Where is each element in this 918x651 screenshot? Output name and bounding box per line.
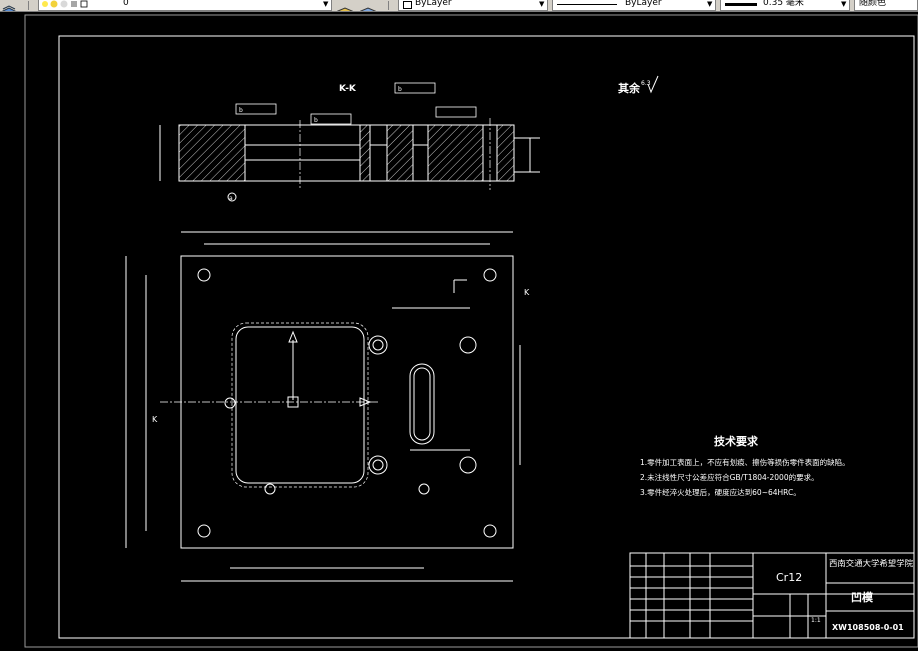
title-block: Cr12 西南交通大学希望学院 凹模 XW108508-0-01 1:1	[629, 552, 915, 639]
layer-value: 0	[123, 0, 129, 8]
datum-a-label: a	[229, 195, 233, 202]
color-swatch-icon	[403, 1, 412, 9]
drawing-number: XW108508-0-01	[832, 623, 904, 632]
color-value: ByLayer	[415, 0, 452, 8]
scale: 1:1	[811, 617, 821, 624]
properties-toolbar: 0 ▼ ByLayer ▼ ByLayer ▼ 0.35 毫米 ▼ 随颜色	[0, 0, 918, 12]
chevron-down-icon[interactable]: ▼	[323, 0, 329, 8]
svg-text:b: b	[398, 86, 402, 93]
roughness-note-text: 其余	[618, 81, 641, 95]
section-marker-left: K	[152, 415, 158, 424]
svg-text:b: b	[314, 117, 318, 124]
school-name: 西南交通大学希望学院	[829, 558, 913, 568]
lightbulb-icon	[41, 0, 101, 11]
section-marker-right: K	[524, 288, 530, 297]
color-combo[interactable]: ByLayer ▼	[398, 0, 548, 11]
chevron-down-icon[interactable]: ▼	[841, 0, 847, 8]
tech-note-3: 3.零件经淬火处理后，硬度应达到60~64HRC。	[640, 487, 801, 497]
linetype-sample-icon	[557, 4, 617, 5]
layer-previous-icon[interactable]	[359, 0, 377, 11]
roughness-value: 6.3	[641, 80, 651, 87]
section-label: K-K	[339, 84, 357, 94]
section-view: K-K b b b a	[159, 82, 540, 202]
drawing-canvas[interactable]: K-K b b b a	[0, 12, 918, 651]
part-name: 凹模	[851, 590, 874, 604]
plotstyle-combo[interactable]: 随颜色	[854, 0, 918, 11]
chevron-down-icon[interactable]: ▼	[539, 0, 545, 8]
lineweight-sample-icon	[725, 3, 757, 6]
make-layer-current-icon[interactable]	[336, 0, 354, 11]
lineweight-combo[interactable]: 0.35 毫米 ▼	[720, 0, 850, 11]
chevron-down-icon[interactable]: ▼	[707, 0, 713, 8]
plotstyle-value: 随颜色	[859, 0, 887, 8]
technical-requirements: 技术要求 1.零件加工表面上，不应有划痕、擦伤等损伤零件表面的缺陷。 2.未注线…	[640, 434, 850, 497]
material: Cr12	[776, 571, 802, 584]
plan-view: K K	[125, 231, 530, 582]
tech-note-2: 2.未注线性尺寸公差应符合GB/T1804-2000的要求。	[640, 472, 819, 482]
linetype-value: ByLayer	[625, 0, 662, 8]
linetype-combo[interactable]: ByLayer ▼	[552, 0, 716, 11]
datum-b-label: b	[239, 107, 243, 114]
layer-manager-icon[interactable]	[1, 0, 17, 11]
lineweight-value: 0.35 毫米	[763, 0, 804, 8]
roughness-note: 其余 6.3	[618, 75, 659, 95]
tech-note-1: 1.零件加工表面上，不应有划痕、擦伤等损伤零件表面的缺陷。	[640, 457, 850, 467]
drawing-frame	[24, 14, 918, 648]
tech-title: 技术要求	[714, 434, 759, 448]
layer-combo[interactable]: 0 ▼	[38, 0, 332, 11]
